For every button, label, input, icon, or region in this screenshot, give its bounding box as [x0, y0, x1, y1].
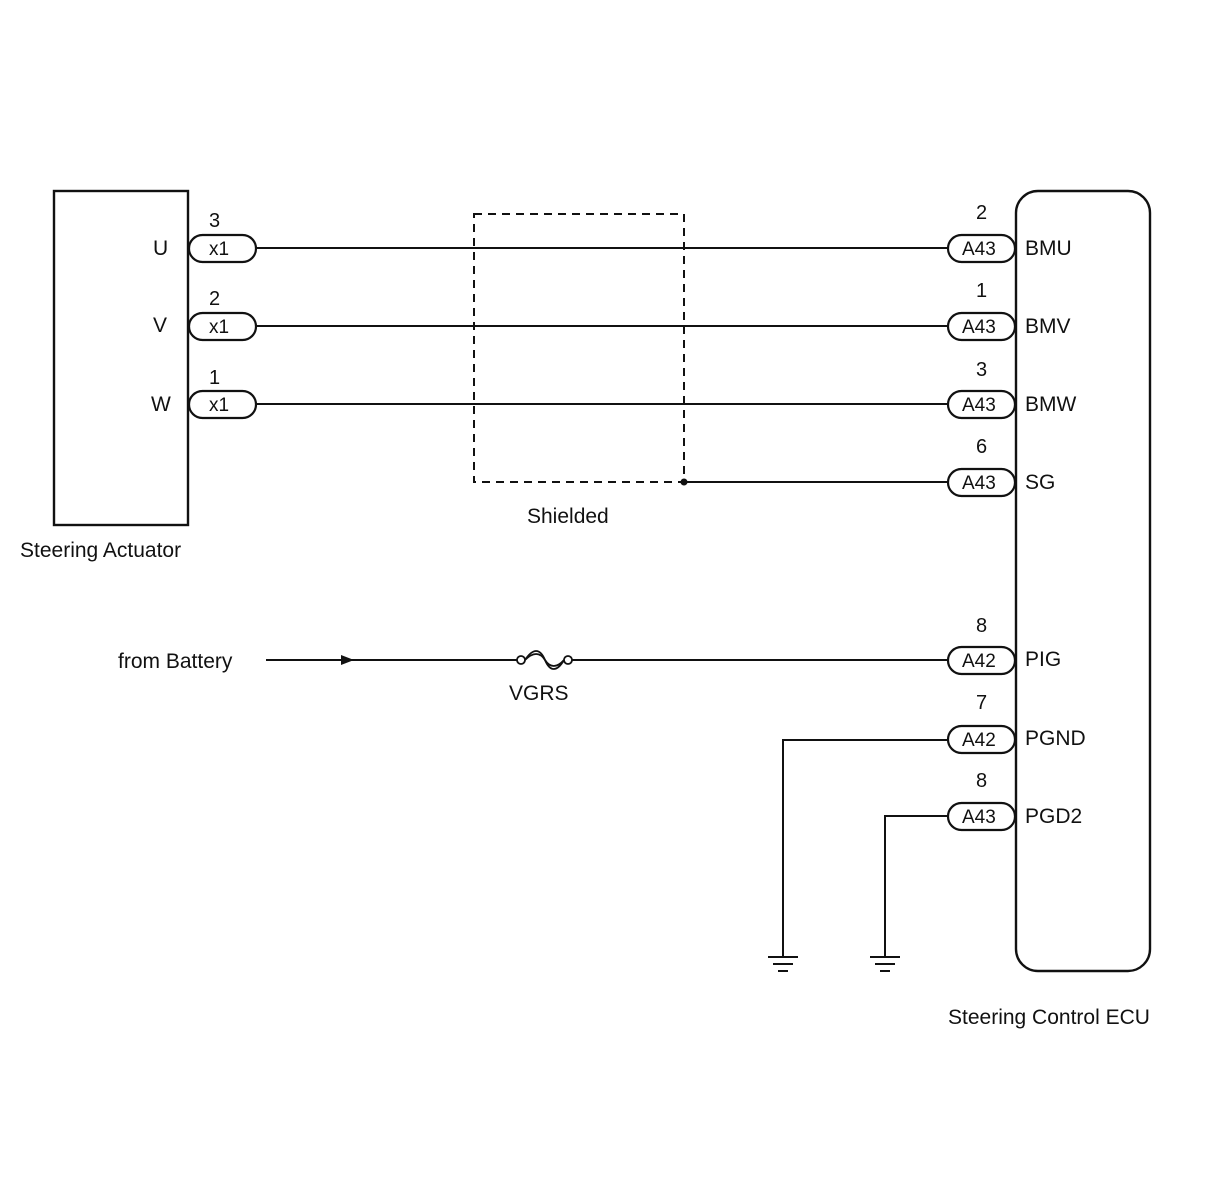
- pin-number: 1: [209, 367, 220, 389]
- terminal-label: W: [151, 393, 171, 416]
- connector-label: x1: [209, 317, 229, 338]
- connector-label: A42: [962, 730, 996, 751]
- actuator-pin-w: W 1 x1: [151, 367, 258, 420]
- terminal-label: PIG: [1025, 648, 1061, 671]
- connector-pill: [946, 389, 1017, 420]
- ecu-pin-bmv: 1 A43 BMV: [946, 280, 1071, 342]
- connector-pill: [187, 311, 258, 342]
- connector-pill: [187, 389, 258, 420]
- connector-pill: [946, 233, 1017, 264]
- ecu-pin-pig: 8 A42 PIG: [946, 615, 1061, 676]
- fuse-label: VGRS: [509, 682, 569, 705]
- connector-label: x1: [209, 395, 229, 416]
- pin-number: 7: [976, 692, 987, 714]
- pin-number: 8: [976, 615, 987, 637]
- terminal-label: BMV: [1025, 315, 1071, 338]
- terminal-label: U: [153, 237, 168, 260]
- from-battery-label: from Battery: [118, 650, 233, 673]
- steering-control-ecu-box: [1014, 189, 1152, 973]
- arrow-icon: [341, 655, 354, 665]
- connector-label: A43: [962, 317, 996, 338]
- connector-pill: [946, 467, 1017, 498]
- connector-label: x1: [209, 239, 229, 260]
- pin-number: 2: [209, 288, 220, 310]
- terminal-label: PGD2: [1025, 805, 1082, 828]
- junction-dot: [680, 478, 688, 486]
- pin-number: 1: [976, 280, 987, 302]
- shield-caption: Shielded: [527, 505, 609, 528]
- steering-actuator-caption: Steering Actuator: [20, 539, 181, 562]
- connector-label: A43: [962, 473, 996, 494]
- ecu-pin-sg: 6 A43 SG: [946, 436, 1055, 498]
- connector-label: A42: [962, 651, 996, 672]
- ecu-pin-bmu: 2 A43 BMU: [946, 202, 1072, 264]
- connector-label: A43: [962, 807, 996, 828]
- connector-pill: [187, 233, 258, 264]
- shield-box: [473, 213, 685, 483]
- fuse-icon: [516, 650, 573, 670]
- wire-pgnd-ground: [782, 739, 948, 956]
- ground-icon: [768, 956, 798, 972]
- pin-number: 2: [976, 202, 987, 224]
- terminal-label: SG: [1025, 471, 1055, 494]
- terminal-label: BMW: [1025, 393, 1077, 416]
- ecu-pin-pgnd: 7 A42 PGND: [946, 692, 1086, 755]
- pin-number: 3: [976, 359, 987, 381]
- pin-number: 6: [976, 436, 987, 458]
- terminal-label: V: [153, 314, 167, 337]
- actuator-pin-v: V 2 x1: [153, 288, 258, 342]
- terminal-label: PGND: [1025, 727, 1086, 750]
- ground-icon: [870, 956, 900, 972]
- actuator-pin-u: U 3 x1: [153, 210, 258, 264]
- ecu-pin-bmw: 3 A43 BMW: [946, 359, 1077, 420]
- connector-pill: [946, 311, 1017, 342]
- connector-label: A43: [962, 395, 996, 416]
- terminal-label: BMU: [1025, 237, 1072, 260]
- wire-pgd2-ground: [884, 815, 948, 956]
- pin-number: 8: [976, 770, 987, 792]
- ecu-pin-pgd2: 8 A43 PGD2: [946, 770, 1082, 832]
- steering-control-ecu-caption: Steering Control ECU: [948, 1006, 1150, 1029]
- steering-actuator-box: [52, 189, 190, 527]
- connector-label: A43: [962, 239, 996, 260]
- pin-number: 3: [209, 210, 220, 232]
